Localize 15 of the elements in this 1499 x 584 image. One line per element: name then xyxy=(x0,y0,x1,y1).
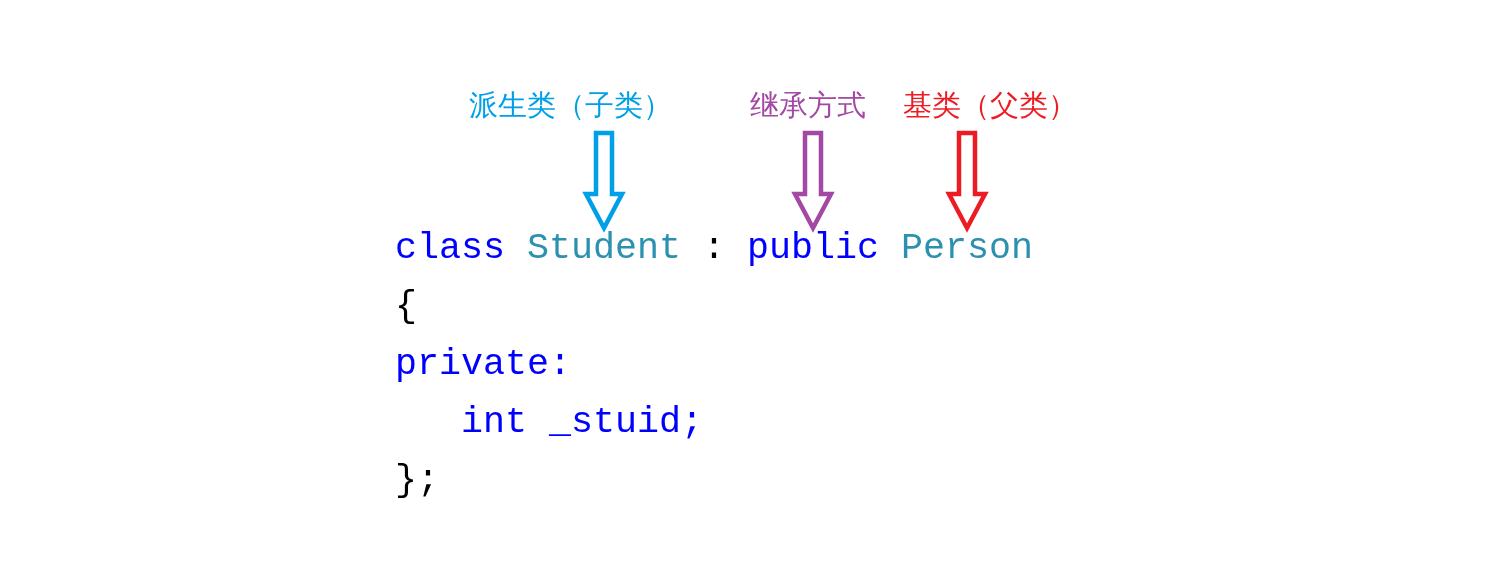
annotation-label: 基类（父类） xyxy=(903,87,1077,123)
arrow xyxy=(945,130,989,233)
annotation-label: 派生类（子类） xyxy=(468,87,672,123)
code-punctuation: }; xyxy=(395,458,439,502)
code-identifier: public xyxy=(747,226,879,270)
arrow xyxy=(582,130,626,233)
code-keyword: class xyxy=(395,226,505,270)
arrow xyxy=(791,130,835,233)
code-identifier: Student xyxy=(527,226,681,270)
annotation-label: 继承方式 xyxy=(750,87,866,123)
code-keyword: private: xyxy=(395,342,571,386)
code-identifier: Person xyxy=(901,226,1033,270)
code-statement: int _stuid; xyxy=(461,400,703,444)
code-punctuation: { xyxy=(395,284,417,328)
code-punctuation: : xyxy=(703,226,725,270)
